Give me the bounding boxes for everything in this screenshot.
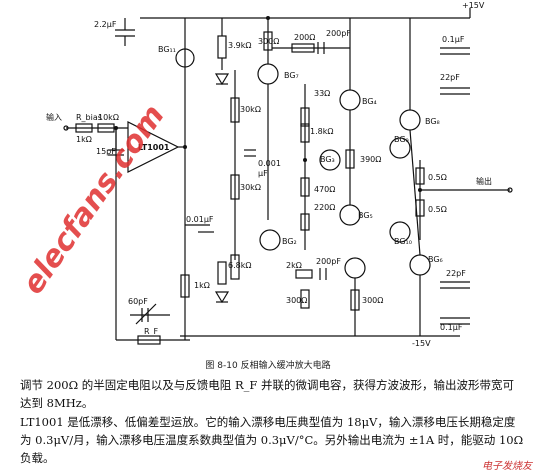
bg11-label: BG₁₁ bbox=[158, 45, 176, 54]
res-6k8-label: 6.8kΩ bbox=[228, 261, 251, 270]
bg8-label: BG₈ bbox=[425, 117, 440, 126]
figure-caption: 图 8-10 反相输入缓冲放大电路 bbox=[205, 361, 331, 371]
res-30k-b-label: 30kΩ bbox=[240, 183, 261, 192]
paragraph-2: LT1001 是低漂移、低偏差型运放。它的输入漂移电压典型值为 18μV，输入漂… bbox=[20, 415, 524, 465]
res-1k8-label: 1.8kΩ bbox=[310, 127, 333, 136]
input-label: 输入 bbox=[46, 112, 62, 122]
res-1k-b-label: 1kΩ bbox=[194, 281, 210, 290]
res-470-label: 470Ω bbox=[314, 185, 335, 194]
bg3-label: BG₃ bbox=[320, 155, 335, 164]
res-390-label: 390Ω bbox=[360, 155, 381, 164]
res-300a-label: 300Ω bbox=[258, 37, 279, 46]
res-2k-label: 2kΩ bbox=[286, 261, 302, 270]
watermark: elecfans.com bbox=[16, 99, 172, 301]
cap-200p-a-label: 200pF bbox=[326, 29, 351, 38]
site-brand: 电子发烧友 bbox=[482, 461, 532, 472]
res-200a-label: 200Ω bbox=[294, 33, 315, 42]
paragraph-1: 调节 200Ω 的半固定电阻以及与反馈电阻 R_F 并联的微调电容，获得方波波形… bbox=[20, 378, 514, 410]
cap-22p-a-label: 22pF bbox=[440, 73, 460, 82]
cap-0u1-b-label: 0.1μF bbox=[440, 323, 463, 332]
cap-0001-label: 0.001 bbox=[258, 159, 281, 168]
cap-2u2-label: 2.2μF bbox=[94, 20, 117, 29]
bg2-label: BG₂ bbox=[282, 237, 297, 246]
bg5-label: BG₅ bbox=[358, 211, 373, 220]
bg9-label: BG₉ bbox=[394, 135, 409, 144]
res-33-label: 33Ω bbox=[314, 89, 330, 98]
circuit-schematic: +15V -15V 2.2μF BG₁₁ 3.9kΩ 300Ω 200Ω 200… bbox=[16, 1, 513, 348]
supply-positive-label: +15V bbox=[462, 1, 485, 10]
output-label: 输出 bbox=[476, 176, 492, 186]
bg6-label: BG₆ bbox=[428, 255, 443, 264]
supply-negative-label: -15V bbox=[412, 339, 431, 348]
res-0r5-a-label: 0.5Ω bbox=[428, 173, 447, 182]
bg4-label: BG₄ bbox=[362, 97, 377, 106]
bg7-label: BG₇ bbox=[284, 71, 299, 80]
opamp-label: LT1001 bbox=[138, 143, 170, 152]
res-1k-in-label: 1kΩ bbox=[76, 135, 92, 144]
cap-0u01-label: 0.01μF bbox=[186, 215, 214, 224]
cap-22p-b-label: 22pF bbox=[446, 269, 466, 278]
res-3k9-label: 3.9kΩ bbox=[228, 41, 251, 50]
cap-60p-label: 60pF bbox=[128, 297, 148, 306]
res-bias-label: R_bias bbox=[76, 113, 102, 122]
cap-200p-b-label: 200pF bbox=[316, 257, 341, 266]
res-300b-label: 300Ω bbox=[286, 296, 307, 305]
res-0r5-b-label: 0.5Ω bbox=[428, 205, 447, 214]
res-300c-label: 300Ω bbox=[362, 296, 383, 305]
bg10-label: BG₁₀ bbox=[394, 237, 412, 246]
res-10k-label: 10kΩ bbox=[98, 113, 119, 122]
cap-0001-unit-label: μF bbox=[258, 169, 268, 178]
res-30k-a-label: 30kΩ bbox=[240, 105, 261, 114]
cap-0u1-a-label: 0.1μF bbox=[442, 35, 465, 44]
rf-label: R_F bbox=[144, 327, 159, 336]
res-220-label: 220Ω bbox=[314, 203, 335, 212]
cap-15p-label: 15pF bbox=[96, 147, 116, 156]
